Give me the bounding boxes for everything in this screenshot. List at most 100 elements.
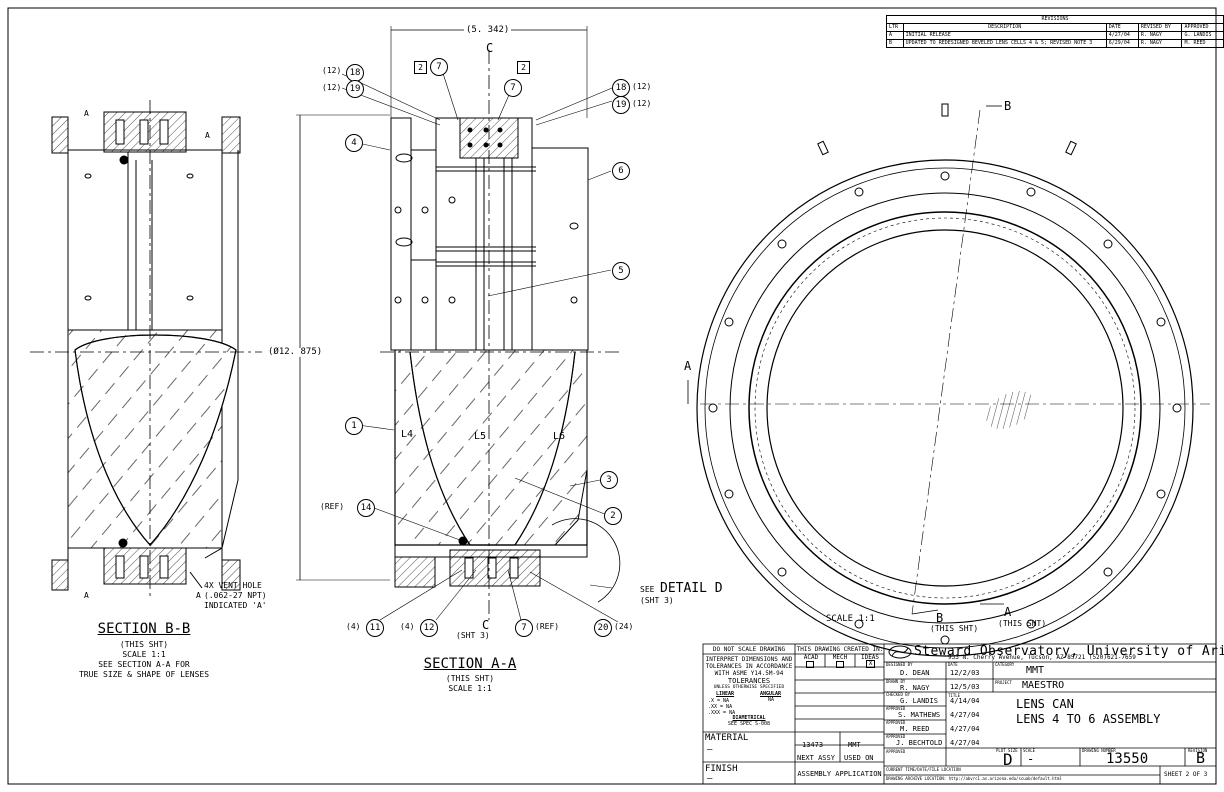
- interpret-note: INTERPRET DIMENSIONS AND TOLERANCES IN A…: [705, 656, 793, 677]
- balloon-item-6: 6: [612, 162, 630, 180]
- title-label: TITLE: [948, 693, 961, 698]
- section-c-sheet-ref: (SHT 3): [456, 631, 490, 640]
- observatory-logo: [888, 645, 912, 659]
- organization-name: Steward Observatory, University of Arizo…: [914, 644, 1224, 659]
- checked-date: 4/14/04: [950, 697, 980, 705]
- approved-1-date: 4/27/04: [950, 711, 980, 719]
- lens-l5-label: L5: [474, 431, 487, 442]
- qty-note: (12): [632, 82, 652, 91]
- designed-by-label: DESIGNED BY: [886, 662, 913, 667]
- section-a-left-label: A: [684, 359, 692, 373]
- revision-table: REVISIONS LTR DESCRIPTION DATE REVISED B…: [886, 15, 1224, 48]
- balloon-item-14: 14: [357, 499, 375, 517]
- balloon-item-19: 19: [346, 80, 364, 98]
- section-b-sheet-ref: (THIS SHT): [930, 624, 979, 633]
- finish-label: FINISH: [705, 764, 738, 774]
- do-not-scale-note: DO NOT SCALE DRAWING: [712, 646, 786, 653]
- vent-marker-a: A: [196, 591, 201, 600]
- rev-header: DATE: [1105, 23, 1139, 32]
- end-view: [687, 103, 1210, 657]
- balloon-item-19: 19: [612, 96, 630, 114]
- material-label: MATERIAL: [705, 733, 749, 743]
- note-flag-2: 2: [414, 61, 427, 74]
- lens-l4-label: L4: [401, 429, 414, 440]
- vent-hole-note: 4X VENT HOLE (.062-27 NPT) INDICATED 'A': [204, 581, 267, 610]
- designed-by: D. DEAN: [900, 669, 930, 677]
- plot-size-value: D: [1003, 750, 1013, 769]
- tolerances-title: TOLERANCES: [727, 677, 771, 685]
- balloon-item-12: 12: [420, 619, 438, 637]
- width-dimension: (5. 342): [464, 25, 512, 35]
- designed-date: 12/2/03: [950, 669, 980, 677]
- bolt-holes: [708, 171, 1182, 645]
- archive-location: DRAWING ARCHIVE LOCATION: http://abvrc1.…: [886, 776, 1062, 781]
- qty-note: (24): [614, 622, 634, 631]
- section-b-top-label: B: [1004, 99, 1012, 113]
- qty-note: (4): [400, 622, 415, 631]
- drawing-title-1: LENS CAN: [1016, 697, 1074, 711]
- section-a-sheet-ref: (THIS SHT): [998, 619, 1047, 628]
- rev-header: DESCRIPTION: [902, 23, 1107, 32]
- balloon-item-3: 3: [600, 471, 618, 489]
- next-assy-label: NEXT ASSY: [797, 754, 835, 762]
- cad-checkbox-acad: [806, 661, 814, 668]
- drawn-by-label: DRAWN BY: [886, 679, 906, 684]
- material-value: –: [707, 745, 713, 755]
- tol-linear-label: LINEAR: [716, 691, 735, 697]
- balloon-item-18: 18: [612, 79, 630, 97]
- ref-note: (REF): [535, 622, 560, 631]
- section-b-bottom-label: B: [936, 611, 944, 625]
- section-c-top-label: C: [486, 41, 494, 55]
- revision-label: REVISION: [1188, 748, 1208, 753]
- approved-3-date: 4/27/04: [950, 739, 980, 747]
- balloon-item-7: 7: [504, 79, 522, 97]
- created-in-label: THIS DRAWING CREATED IN:: [796, 646, 884, 653]
- balloon-item-20: 20: [594, 619, 612, 637]
- checked-by: G. LANDIS: [900, 697, 938, 705]
- balloon-item-2: 2: [604, 507, 622, 525]
- diametrical-spec: SEE SPEC S-008: [727, 721, 771, 727]
- qty-note: (12): [632, 99, 652, 108]
- section-aa-view: [296, 26, 621, 623]
- balloon-item-1: 1: [345, 417, 363, 435]
- detail-see: SEE: [640, 585, 655, 594]
- rev-header: APPROVED: [1181, 23, 1224, 32]
- end-view-scale: SCALE 1:1: [826, 614, 875, 624]
- revision-title: REVISIONS: [886, 15, 1224, 24]
- approved-1: S. MATHEWS: [898, 711, 941, 719]
- tolerances-unless: UNLESS OTHERWISE SPECIFIED: [713, 685, 785, 690]
- cad-option-ideas: IDEAS: [860, 654, 880, 661]
- cad-option-acad: ACAD: [803, 654, 819, 661]
- sheet-number: SHEET 2 OF 3: [1164, 771, 1208, 778]
- cad-checkbox-mech: [836, 661, 844, 668]
- ref-note: (REF): [320, 502, 345, 511]
- qty-note: (12): [322, 83, 342, 92]
- next-assy-value: 13473: [802, 741, 824, 749]
- qty-note: (12): [322, 66, 342, 75]
- lens-l6-label: L6: [553, 431, 566, 442]
- organization-address: 933 N. Cherry Avenue, Tucson, AZ 85721 (…: [948, 654, 1136, 661]
- approved-3: J. BECHTOLD: [896, 739, 943, 747]
- section-c-bottom-label: C: [482, 618, 490, 632]
- vent-marker-a: A: [205, 131, 210, 140]
- rev-header: REVISED BY: [1137, 23, 1183, 32]
- tol-angular-label: ANGULAR: [760, 691, 782, 697]
- sheet-border: [7, 7, 1217, 785]
- balloon-item-11: 11: [366, 619, 384, 637]
- used-on-label: USED ON: [844, 754, 874, 762]
- finish-value: –: [707, 774, 713, 784]
- section-bb-title: SECTION B-B: [97, 621, 191, 637]
- cad-checkbox-ideas: X: [866, 660, 875, 668]
- note-flag-2: 2: [517, 61, 530, 74]
- rev-header: LTR: [886, 23, 904, 32]
- drawing-number: 13550: [1106, 751, 1149, 767]
- section-a-bottom-label: A: [1004, 605, 1012, 619]
- balloon-item-7: 7: [515, 619, 533, 637]
- scale-label: SCALE: [1023, 748, 1036, 753]
- category-value: MMT: [1026, 665, 1045, 676]
- approved-2: M. REED: [900, 725, 930, 733]
- balloon-item-4: 4: [345, 134, 363, 152]
- project-label: PROJECT: [995, 680, 1012, 685]
- date-label: DATE: [948, 662, 958, 667]
